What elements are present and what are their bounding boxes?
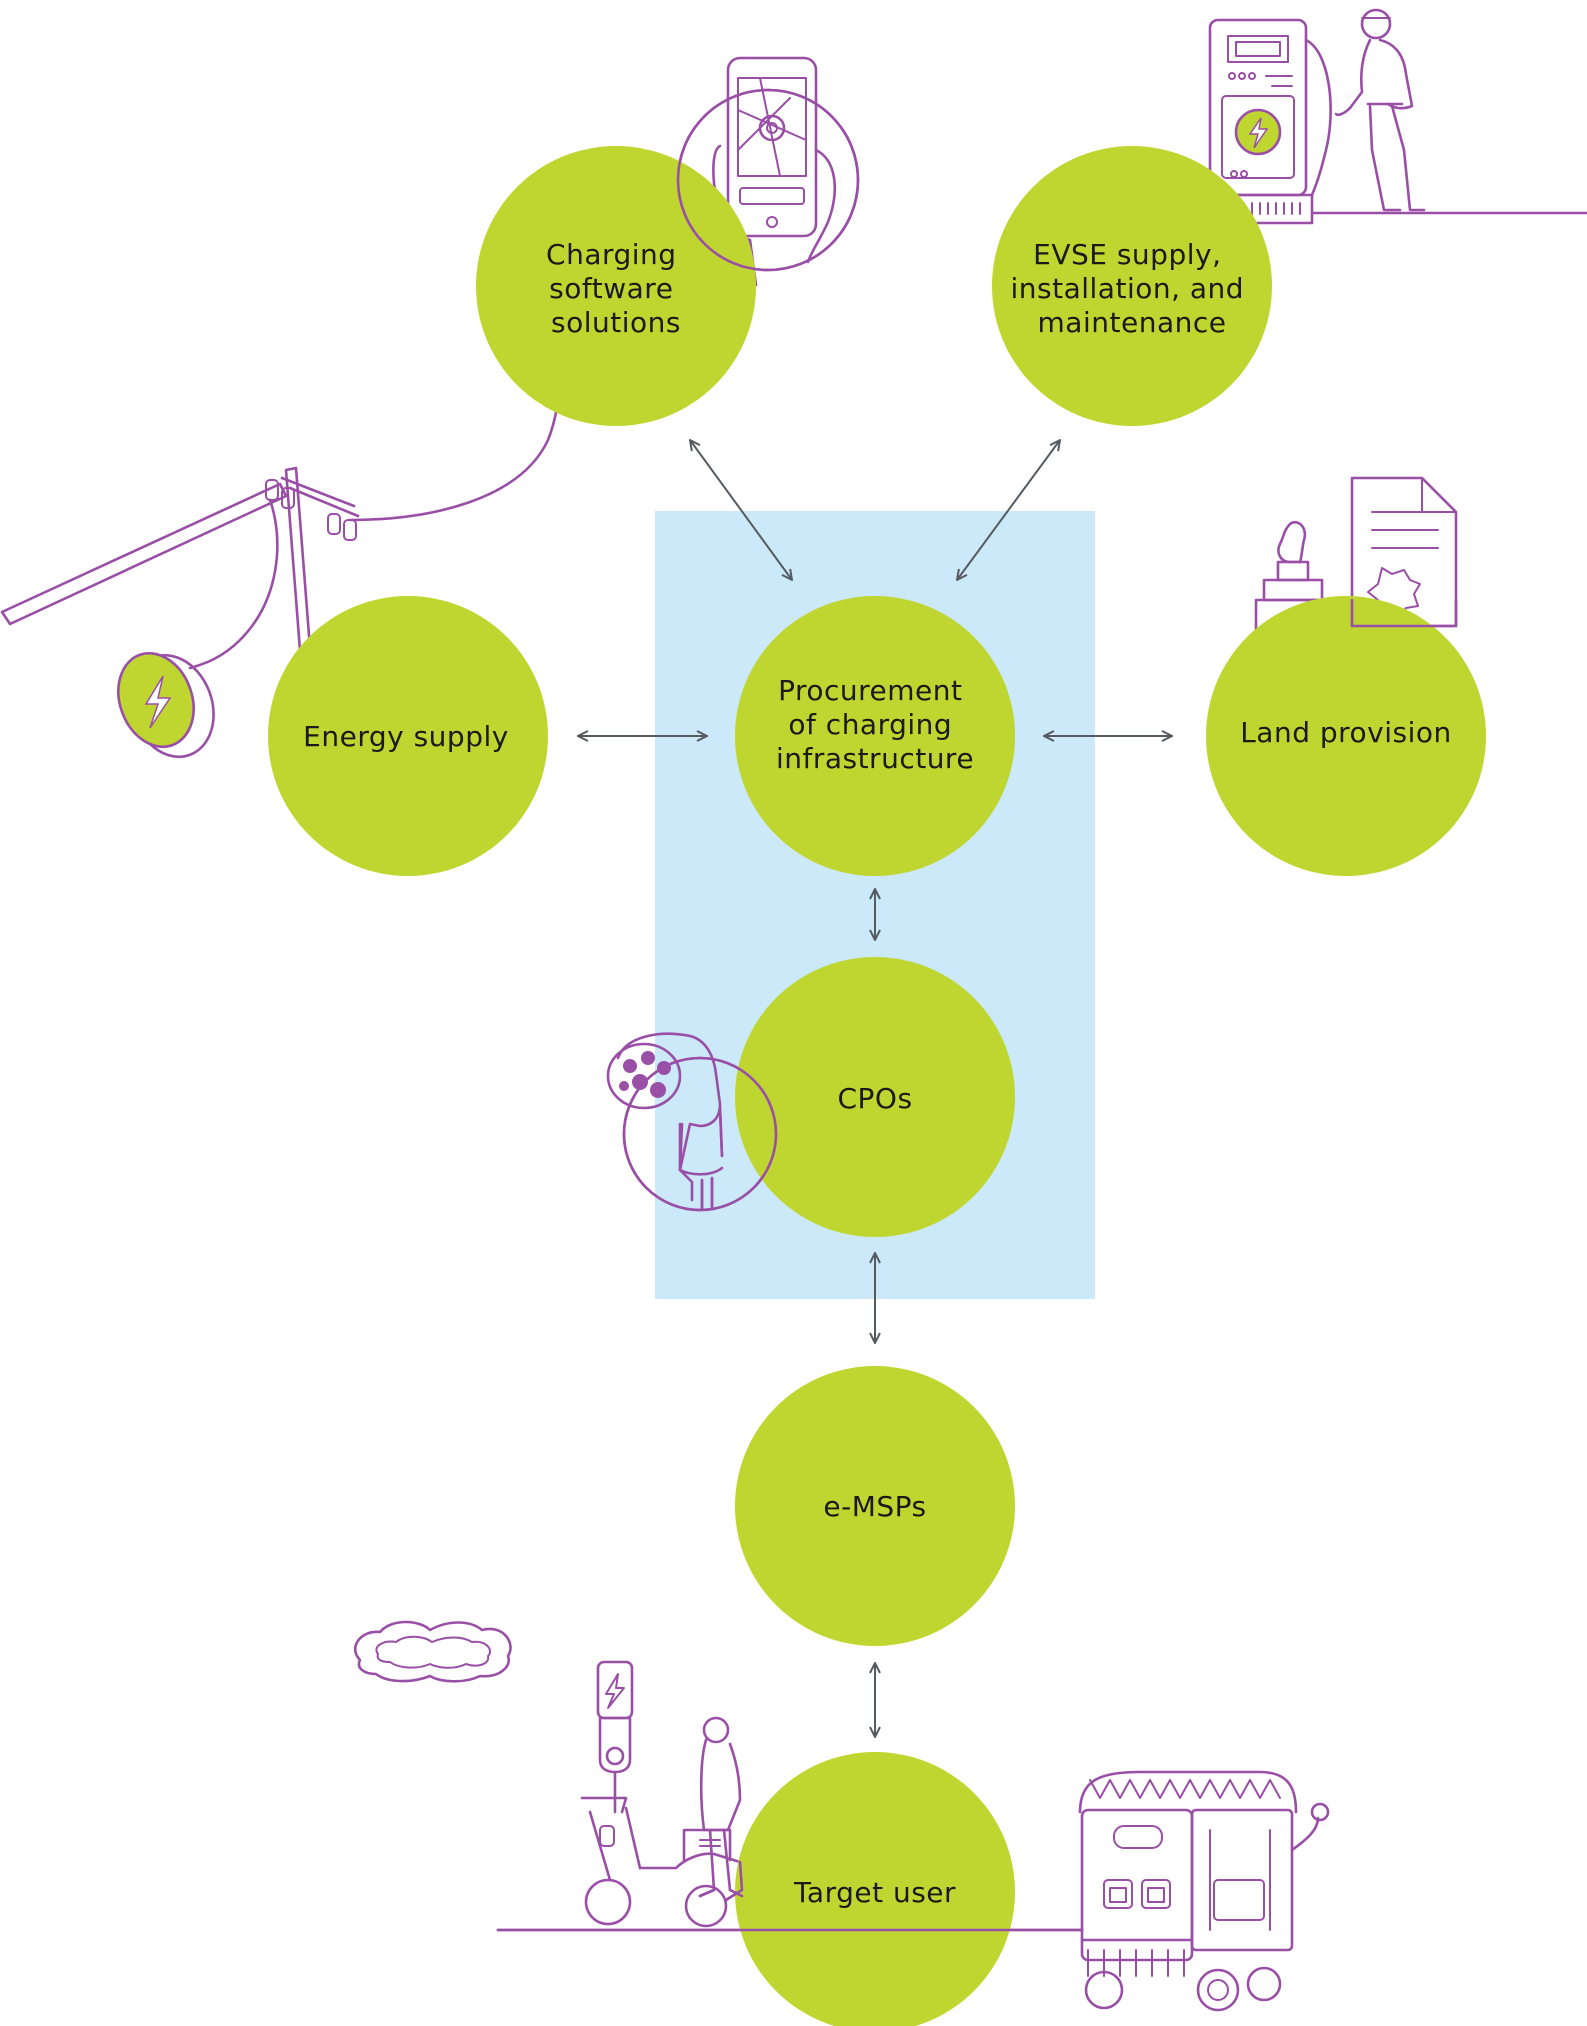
node-charging-software: Charging software solutions [476,146,756,426]
node-circle [1206,596,1486,876]
scooter-overlap [698,1860,744,1902]
arrow-software-procurement [690,440,792,580]
node-label: Energy supply [303,720,509,753]
charging-station-with-person-icon [1202,8,1587,225]
lightning-badge-icon [117,651,215,759]
node-label: CPOs [837,1082,912,1115]
smartphone-ring [676,88,860,272]
node-label: Charging software solutions [546,238,686,339]
node-evse-supply: EVSE supply, installation, and maintenan… [992,146,1272,426]
node-circle [268,596,548,876]
node-label: EVSE supply, installation, and maintenan… [1011,238,1254,339]
node-label: Procurement of charging infrastructure [776,674,974,775]
arrow-evse-procurement [957,440,1060,580]
electric-rickshaw-icon [1004,1770,1330,2012]
node-land-provision: Land provision [1206,596,1486,876]
connector-overlap [678,1106,724,1210]
power-pole-icon [0,370,562,678]
node-procurement: Procurement of charging infrastructure [735,596,1015,876]
node-cpos: CPOs [735,957,1015,1237]
node-label: Land provision [1240,716,1452,749]
node-circle [992,146,1272,426]
node-emsps: e-MSPs [735,1366,1015,1646]
document-overlap [1350,598,1458,628]
node-target-user: Target user [735,1752,1015,2026]
node-circle [735,1366,1015,1646]
node-label: e-MSPs [823,1490,926,1523]
node-energy-supply: Energy supply [268,596,548,876]
node-circle [735,957,1015,1237]
node-circle [735,596,1015,876]
node-label: Target user [793,1876,956,1909]
connectors [578,440,1172,1737]
node-circle [735,1752,1015,2026]
connector-ring [622,1056,778,1212]
scooter-and-rider-icon [496,1660,762,1932]
cloud-icon [353,1620,512,1683]
